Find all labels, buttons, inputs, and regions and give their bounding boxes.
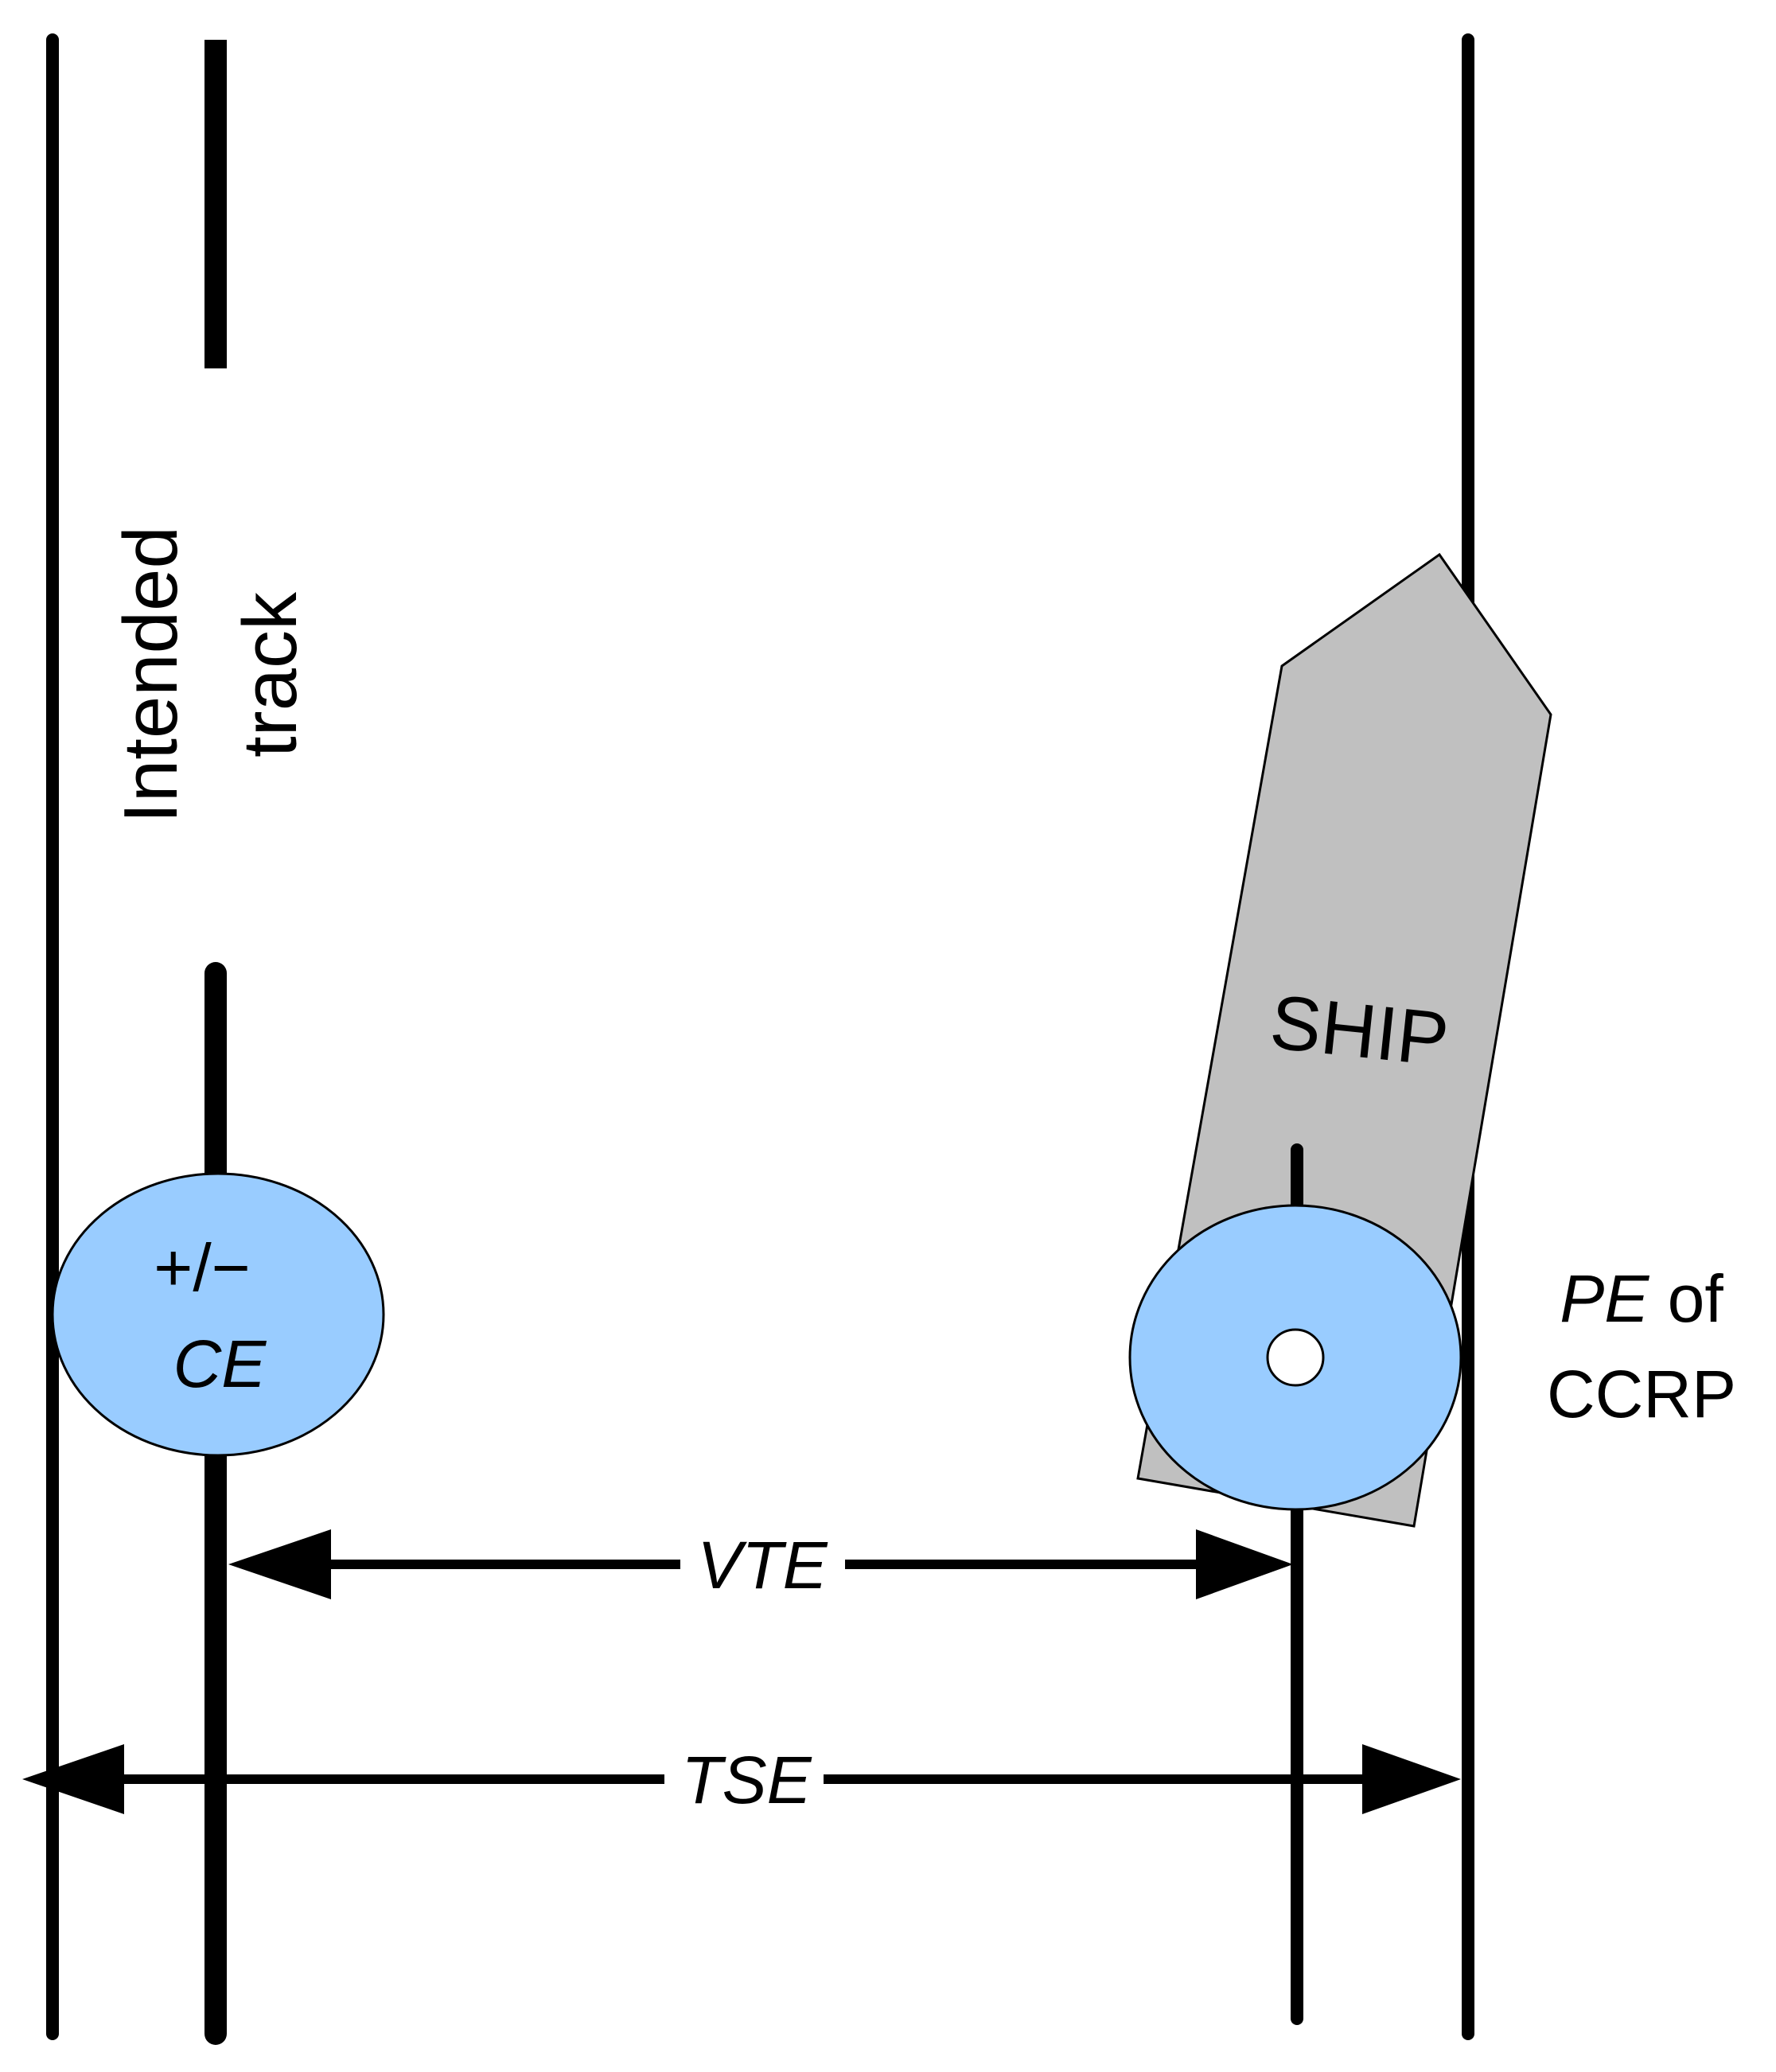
ce-label-line1: +/−	[154, 1230, 250, 1305]
ship-label: SHIP	[1266, 980, 1452, 1083]
vte-arrowhead-right	[1196, 1529, 1293, 1599]
pe-label: PE	[1560, 1261, 1649, 1336]
intended-track-label-line1: Intended	[108, 526, 193, 824]
pe-of-ccrp-label: PE of	[1560, 1261, 1723, 1336]
tse-arrowhead-right	[1362, 1744, 1461, 1814]
vte-arrowhead-left	[228, 1529, 331, 1599]
pe-of-text: of	[1649, 1261, 1723, 1336]
intended-track-label-line2: track	[228, 591, 313, 758]
ce-label-line2: CE	[173, 1326, 267, 1401]
ce-ellipse	[51, 1172, 385, 1457]
ccrp-label: CCRP	[1547, 1357, 1736, 1431]
vte-label: VTE	[697, 1528, 828, 1603]
tse-arrowhead-left	[22, 1744, 124, 1814]
tse-label: TSE	[681, 1743, 812, 1817]
ccrp-point	[1266, 1328, 1325, 1387]
